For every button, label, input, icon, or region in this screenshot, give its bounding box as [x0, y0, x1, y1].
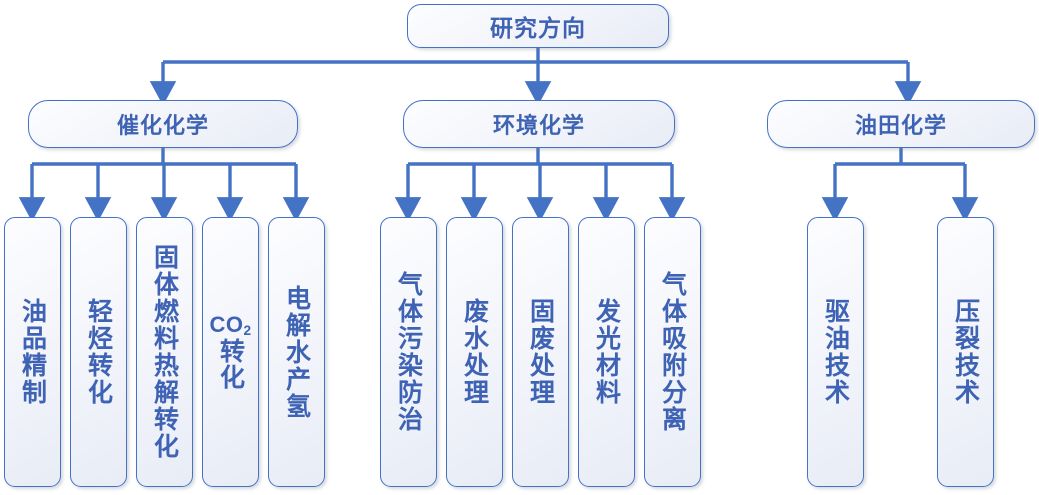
leaf-node-label: 压裂技术 — [951, 298, 980, 406]
leaf-node-label: 电解水产氢 — [282, 284, 311, 420]
leaf-label-subscript: 2 — [243, 322, 252, 338]
leaf-node-label: 气体吸附分离 — [658, 271, 687, 433]
leaf-label-cjk: 转化 — [216, 338, 245, 391]
branch-environmental-chemistry[interactable]: 环境化学 — [403, 100, 675, 148]
leaf-light-hydrocarbon-conversion[interactable]: 轻烃转化 — [70, 217, 127, 487]
leaf-node-label: 气体污染防治 — [394, 271, 423, 433]
leaf-node-label: 固体燃料热解转化 — [150, 244, 179, 460]
leaf-node-label: 油品精制 — [18, 298, 47, 406]
leaf-luminescent-materials[interactable]: 发光材料 — [578, 217, 635, 487]
leaf-node-label: 发光材料 — [592, 298, 621, 406]
leaf-solid-fuel-pyrolysis-conversion[interactable]: 固体燃料热解转化 — [136, 217, 193, 487]
branch-label: 环境化学 — [492, 113, 585, 138]
leaf-node-label: 废水处理 — [460, 298, 489, 406]
leaf-node-label: CO2转化 — [209, 311, 252, 391]
root-node-label: 研究方向 — [490, 15, 586, 41]
branch-catalytic-chemistry[interactable]: 催化化学 — [28, 100, 298, 148]
leaf-fracturing-technology[interactable]: 压裂技术 — [937, 217, 994, 487]
leaf-co2-conversion[interactable]: CO2转化 — [202, 217, 259, 487]
leaf-gas-pollution-control[interactable]: 气体污染防治 — [380, 217, 437, 487]
branch-label: 催化化学 — [116, 113, 209, 138]
leaf-node-label: 驱油技术 — [821, 298, 850, 406]
leaf-water-electrolysis-hydrogen[interactable]: 电解水产氢 — [268, 217, 325, 487]
leaf-gas-adsorption-separation[interactable]: 气体吸附分离 — [644, 217, 701, 487]
leaf-solid-waste-treatment[interactable]: 固废处理 — [512, 217, 569, 487]
leaf-label-formula: CO2 — [209, 311, 252, 338]
branch-label: 油田化学 — [854, 113, 947, 138]
branch-oilfield-chemistry[interactable]: 油田化学 — [767, 100, 1035, 148]
leaf-oil-refining[interactable]: 油品精制 — [4, 217, 61, 487]
leaf-node-label: 固废处理 — [526, 298, 555, 406]
leaf-oil-displacement-technology[interactable]: 驱油技术 — [807, 217, 864, 487]
root-node[interactable]: 研究方向 — [407, 4, 669, 48]
leaf-node-label: 轻烃转化 — [84, 298, 113, 406]
leaf-wastewater-treatment[interactable]: 废水处理 — [446, 217, 503, 487]
